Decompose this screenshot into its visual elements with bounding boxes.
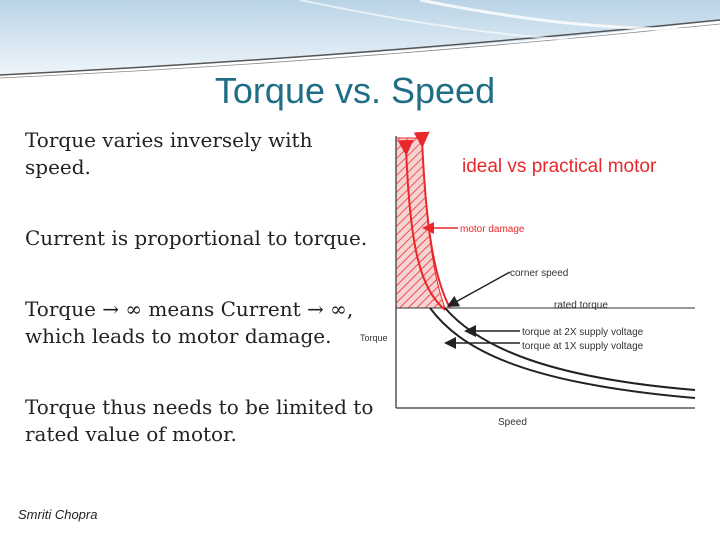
bullet-torque-inverse: Torque varies inversely with speed.	[25, 128, 313, 179]
ideal-curve-right	[413, 131, 451, 309]
bullet-current-proportional: Current is proportional to torque.	[25, 226, 368, 250]
bullet-motor-damage: Torque → ∞ means Current → ∞, which lead…	[25, 297, 354, 348]
torque-speed-diagram: ideal vs practical motor motor damage co…	[360, 131, 696, 428]
author-name: Smriti Chopra	[18, 507, 98, 522]
torque-1x-label: torque at 1X supply voltage	[522, 341, 644, 352]
corner-speed-label: corner speed	[510, 268, 568, 279]
ideal-curve-left	[397, 139, 446, 311]
y-axis-label: Torque	[360, 333, 388, 343]
curve-2x-supply	[444, 307, 696, 391]
damage-region	[395, 137, 446, 309]
motor-damage-label: motor damage	[460, 224, 525, 235]
x-axis-label: Speed	[498, 417, 527, 428]
torque-2x-label: torque at 2X supply voltage	[522, 327, 644, 338]
corner-speed-arrow	[446, 271, 511, 307]
header-decoration	[0, 0, 720, 79]
bullet-torque-limit: Torque thus needs to be limited to rated…	[25, 395, 374, 446]
slide-title: Torque vs. Speed	[214, 70, 496, 111]
curve-1x-supply	[429, 307, 696, 399]
diagram-title: ideal vs practical motor	[462, 156, 657, 177]
rated-torque-label: rated torque	[554, 300, 608, 311]
